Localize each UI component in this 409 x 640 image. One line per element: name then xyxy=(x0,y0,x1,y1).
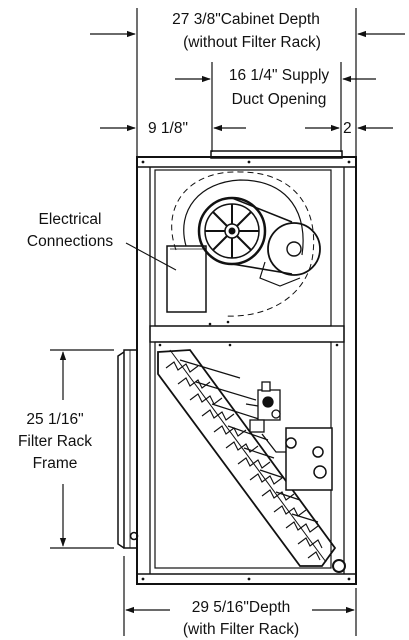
junction-box-knockout xyxy=(285,437,297,449)
expansion-valve-assembly xyxy=(245,381,290,453)
motor-body xyxy=(267,222,321,276)
junction-box xyxy=(285,427,333,491)
blower-shaft xyxy=(228,227,236,235)
junction-box-knockout xyxy=(312,446,324,458)
cabinet xyxy=(136,150,357,585)
divider-panel xyxy=(149,325,345,343)
drain-fitting xyxy=(332,559,346,573)
supply-duct-dimension xyxy=(175,62,376,152)
electrical-leader-line xyxy=(125,242,177,271)
cabinet-depth-sublabel: (without Filter Rack) xyxy=(183,34,321,51)
right-offset-label: 2 xyxy=(343,120,352,137)
depth-with-rack-dimension xyxy=(123,556,357,636)
supply-duct-label: 16 1/4" Supply xyxy=(229,67,330,84)
coil-headers xyxy=(179,359,319,523)
blower-compartment xyxy=(154,169,332,327)
blower-pulley-spokes xyxy=(205,204,259,258)
coil-slab-outline xyxy=(157,349,337,567)
cabinet-depth-dimension xyxy=(90,8,405,157)
left-offset-label: 9 1/8" xyxy=(148,120,188,137)
filter-rack-handle xyxy=(129,531,139,541)
filter-rack-frame-sublabel-2: Frame xyxy=(33,455,78,472)
cabinet-outer-wall xyxy=(136,156,357,585)
motor-mount xyxy=(259,261,301,287)
blower-housing-dashed xyxy=(171,171,315,317)
electrical-connections-sublabel: Connections xyxy=(27,233,113,250)
filter-rack-frame-sublabel: Filter Rack xyxy=(18,433,92,450)
electrical-box xyxy=(166,245,207,313)
filter-rack-frame-label: 25 1/16" xyxy=(26,411,83,428)
filter-rack xyxy=(117,349,139,549)
coil-fin-pattern xyxy=(165,361,323,561)
motor-pulley xyxy=(286,241,302,257)
depth-with-rack-sublabel: (with Filter Rack) xyxy=(183,621,299,638)
depth-with-rack-label: 29 5/16"Depth xyxy=(192,599,291,616)
filter-rack-frame-dimension xyxy=(50,349,114,549)
junction-box-knockout xyxy=(313,465,327,479)
drive-belt-top xyxy=(231,197,293,223)
cabinet-base-rail xyxy=(136,573,357,585)
coil-inner-edge xyxy=(169,349,327,563)
blower-housing xyxy=(183,179,304,256)
supply-duct-sublabel: Duct Opening xyxy=(232,91,327,108)
cabinet-fasteners xyxy=(141,160,351,581)
evaporator-coil xyxy=(157,349,337,567)
cabinet-depth-label: 27 3/8"Cabinet Depth xyxy=(172,11,320,28)
electrical-connections-label: Electrical xyxy=(39,211,102,228)
blower-assembly xyxy=(171,171,321,317)
